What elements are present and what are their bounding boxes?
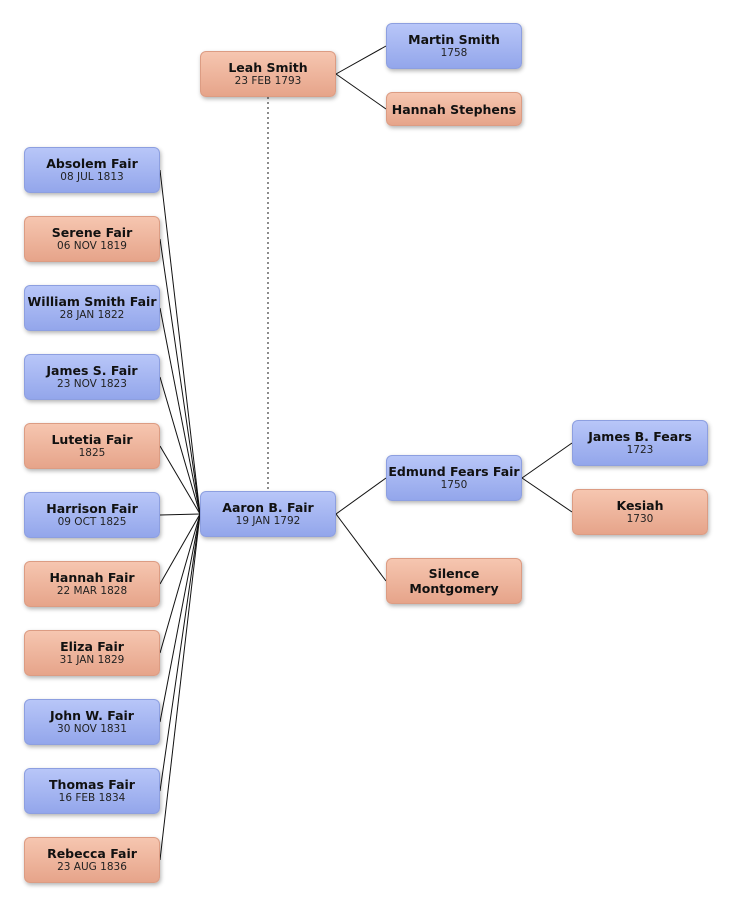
person-name: Leah Smith [228, 60, 308, 75]
child-connector [159, 169, 201, 515]
person-name: Martin Smith [408, 32, 500, 47]
person-name: Hannah Fair [49, 570, 135, 585]
person-date: 16 FEB 1834 [58, 792, 126, 804]
person-date: 31 JAN 1829 [59, 654, 125, 666]
person-name: Aaron B. Fair [222, 500, 314, 515]
child-connector [159, 376, 201, 515]
person-absolem-fair[interactable]: Absolem Fair 08 JUL 1813 [24, 147, 160, 193]
person-name: Kesiah [616, 498, 664, 513]
child-connector [159, 513, 201, 723]
person-name: Silence Montgomery [409, 566, 499, 596]
person-name: Harrison Fair [46, 501, 138, 516]
person-name: Lutetia Fair [51, 432, 133, 447]
person-date: 28 JAN 1822 [59, 309, 125, 321]
person-date: 1825 [78, 447, 106, 459]
person-hannah-fair[interactable]: Hannah Fair 22 MAR 1828 [24, 561, 160, 607]
person-name: Thomas Fair [49, 777, 135, 792]
child-connector [159, 513, 201, 654]
person-date: 30 NOV 1831 [57, 723, 127, 735]
person-james-s-fair[interactable]: James S. Fair 23 NOV 1823 [24, 354, 160, 400]
person-rebecca-fair[interactable]: Rebecca Fair 23 AUG 1836 [24, 837, 160, 883]
person-date: 23 FEB 1793 [234, 75, 302, 87]
person-date: 06 NOV 1819 [57, 240, 127, 252]
person-john-fair[interactable]: John W. Fair 30 NOV 1831 [24, 699, 160, 745]
person-leah-smith[interactable]: Leah Smith 23 FEB 1793 [200, 51, 336, 97]
person-name: Rebecca Fair [47, 846, 137, 861]
person-kesiah[interactable]: Kesiah 1730 [572, 489, 708, 535]
child-connector [159, 513, 201, 792]
person-silence-montgomery[interactable]: Silence Montgomery [386, 558, 522, 604]
person-date: 19 JAN 1792 [235, 515, 301, 527]
person-date: 1723 [626, 444, 654, 456]
parent-connector [335, 45, 387, 75]
child-connector [159, 513, 201, 516]
person-serene-fair[interactable]: Serene Fair 06 NOV 1819 [24, 216, 160, 262]
parent-connector [335, 513, 387, 582]
person-name: James S. Fair [46, 363, 138, 378]
person-date: 1730 [626, 513, 654, 525]
person-lutetia-fair[interactable]: Lutetia Fair 1825 [24, 423, 160, 469]
person-eliza-fair[interactable]: Eliza Fair 31 JAN 1829 [24, 630, 160, 676]
person-date: 09 OCT 1825 [57, 516, 127, 528]
person-date: 22 MAR 1828 [56, 585, 128, 597]
person-date: 23 AUG 1836 [57, 861, 127, 873]
person-aaron-fair[interactable]: Aaron B. Fair 19 JAN 1792 [200, 491, 336, 537]
person-name: Serene Fair [51, 225, 133, 240]
person-name: James B. Fears [588, 429, 692, 444]
person-name: William Smith Fair [27, 294, 157, 309]
person-date: 1758 [440, 47, 468, 59]
person-name: Hannah Stephens [391, 101, 517, 117]
person-james-fears[interactable]: James B. Fears 1723 [572, 420, 708, 466]
person-harrison-fair[interactable]: Harrison Fair 09 OCT 1825 [24, 492, 160, 538]
person-name: Eliza Fair [60, 639, 124, 654]
person-william-fair[interactable]: William Smith Fair 28 JAN 1822 [24, 285, 160, 331]
child-connector [159, 445, 201, 515]
child-connector [159, 513, 201, 861]
person-edmund-fair[interactable]: Edmund Fears Fair 1750 [386, 455, 522, 501]
person-date: 08 JUL 1813 [60, 171, 124, 183]
person-martin-smith[interactable]: Martin Smith 1758 [386, 23, 522, 69]
person-name: Absolem Fair [46, 156, 138, 171]
person-date: 23 NOV 1823 [57, 378, 127, 390]
parent-connector [335, 73, 387, 110]
parent-connector [521, 442, 573, 479]
person-name: John W. Fair [50, 708, 134, 723]
child-connector [159, 238, 201, 515]
child-connector [159, 513, 201, 585]
person-hannah-stephens[interactable]: Hannah Stephens [386, 92, 522, 126]
parent-connector [521, 477, 573, 513]
parent-connector [335, 477, 387, 515]
child-connector [159, 307, 201, 515]
person-thomas-fair[interactable]: Thomas Fair 16 FEB 1834 [24, 768, 160, 814]
person-name: Edmund Fears Fair [388, 464, 520, 479]
person-date: 1750 [440, 479, 468, 491]
